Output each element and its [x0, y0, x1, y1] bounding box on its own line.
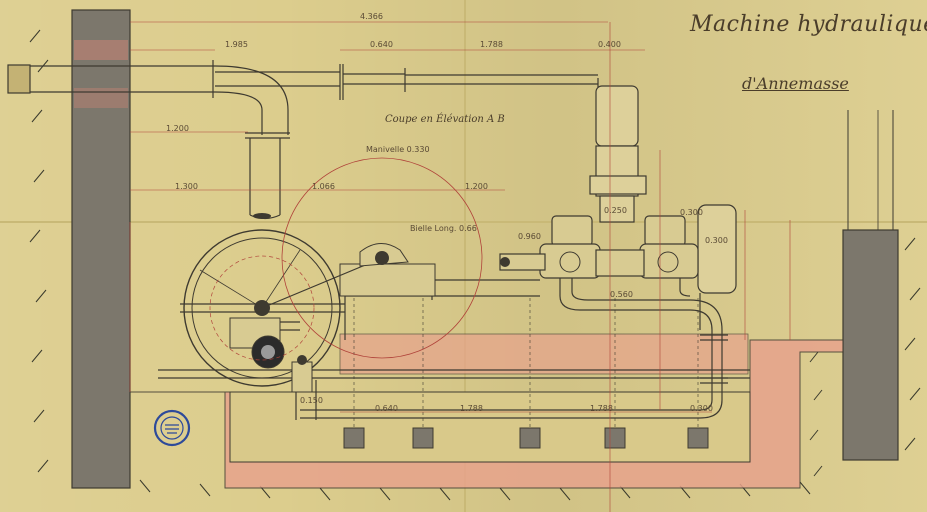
dim-left-1: 1.300	[175, 182, 198, 191]
flywheel-spoke	[261, 249, 301, 309]
dim-manivelle: Manivelle 0.330	[366, 145, 430, 154]
pump-valve	[559, 251, 581, 273]
dim-top-3: 1.788	[480, 40, 503, 49]
engine-bed	[339, 333, 749, 375]
dim-d4: 0.300	[680, 208, 703, 217]
flywheel-spoke	[199, 269, 263, 309]
right-wall	[842, 229, 899, 461]
crank-shaft-core	[261, 345, 275, 359]
drawing-title: Machine hydraulique	[690, 12, 927, 37]
dim-d5: 0.250	[604, 206, 627, 215]
rocker-pivot	[375, 251, 389, 265]
construction-arc	[209, 255, 315, 361]
dim-top-1: 1.985	[225, 40, 248, 49]
dim-top-2: 0.640	[370, 40, 393, 49]
left-wall-band	[74, 88, 128, 108]
flywheel-rim	[191, 237, 333, 379]
dim-d1: 0.150	[300, 396, 323, 405]
dim-left-2: 1.066	[312, 182, 335, 191]
right-wall-upper	[847, 110, 894, 230]
pump-valve	[657, 251, 679, 273]
dim-left-4: 1.200	[166, 124, 189, 133]
dim-bottom-4: 1.788	[590, 404, 613, 413]
drawing-subtitle: d'Annemasse	[742, 74, 849, 93]
top-pipe	[7, 60, 599, 220]
pump-cylinders	[499, 215, 699, 279]
pump-tower	[589, 85, 737, 294]
dim-d6: 0.300	[705, 236, 728, 245]
dim-bottom-3: 0.300	[690, 404, 713, 413]
dim-overall-top: 4.366	[360, 12, 383, 21]
dim-d2: 0.560	[610, 290, 633, 299]
left-wall	[71, 9, 131, 489]
inlet-valve	[291, 361, 313, 393]
left-wall-band	[74, 40, 128, 60]
pipe-outlet	[253, 213, 271, 219]
stamp-icon	[153, 409, 191, 447]
dim-bottom-2: 1.788	[460, 404, 483, 413]
inlet-valve-wheel	[297, 355, 307, 365]
bolt-lines	[353, 298, 699, 428]
construction-arc	[281, 157, 483, 359]
discharge-pipes	[295, 278, 728, 420]
dim-d3: 0.960	[518, 232, 541, 241]
dim-bielle: Bielle Long. 0.66	[410, 224, 477, 233]
dim-bottom-1: 0.640	[375, 404, 398, 413]
section-label: Coupe en Élévation A B	[385, 114, 505, 125]
foundation-cavity	[229, 391, 751, 463]
pump-valve	[500, 257, 510, 267]
flywheel	[183, 229, 341, 387]
dim-left-3: 1.200	[465, 182, 488, 191]
dim-top-4: 0.400	[598, 40, 621, 49]
crosshead-guide	[339, 263, 436, 297]
dimension-lines	[129, 21, 791, 512]
ground-hatching	[29, 29, 921, 501]
